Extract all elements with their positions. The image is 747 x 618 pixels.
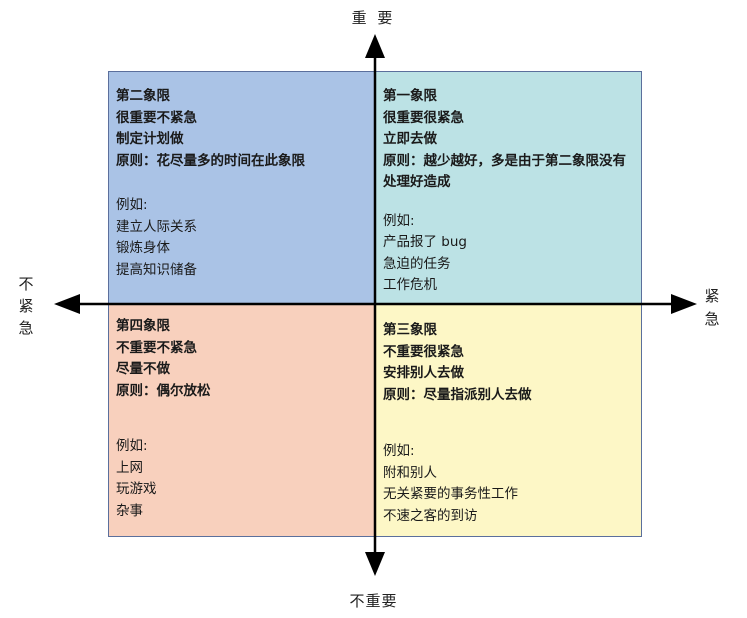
axis-label-urgent: 紧 急 xyxy=(700,285,724,331)
quadrant-4: 第四象限 不重要不紧急 尽量不做 原则：偶尔放松 例如: 上网 玩游戏 杂事 xyxy=(108,304,375,537)
quadrant-2-example: 锻炼身体 xyxy=(116,240,170,256)
quadrant-1: 第一象限 很重要很紧急 立即去做 原则：越少越好，多是由于第二象限没有处理好造成… xyxy=(375,71,642,304)
quadrant-3-action: 安排别人去做 xyxy=(383,365,464,381)
quadrant-1-example: 急迫的任务 xyxy=(383,255,451,272)
quadrant-1-principle: 原则：越少越好，多是由于第二象限没有处理好造成 xyxy=(383,152,626,191)
quadrant-4-example: 上网 xyxy=(116,459,143,476)
quadrant-4-example: 杂事 xyxy=(116,502,143,519)
axis-label-char: 急 xyxy=(704,310,720,328)
axis-label-char: 急 xyxy=(18,319,34,337)
quadrant-4-category: 不重要不紧急 xyxy=(116,339,197,356)
quadrant-2-category: 很重要不紧急 xyxy=(116,109,197,126)
arrow-down-icon xyxy=(365,552,385,576)
quadrant-4-examples-label: 例如: xyxy=(116,438,148,454)
quadrant-3-principle: 原则：尽量指派别人去做 xyxy=(383,386,532,403)
axis-label-not-important: 不重要 xyxy=(349,592,398,610)
quadrant-2-action: 制定计划做 xyxy=(116,131,184,147)
quadrant-3-example: 不速之客的到访 xyxy=(383,507,478,524)
quadrant-4-principle: 原则：偶尔放松 xyxy=(116,382,211,399)
quadrant-2-example: 提高知识储备 xyxy=(116,261,197,278)
quadrant-3: 第三象限 不重要很紧急 安排别人去做 原则：尽量指派别人去做 例如: 附和别人 … xyxy=(375,304,642,537)
quadrant-2: 第二象限 很重要不紧急 制定计划做 原则：花尽量多的时间在此象限 例如: 建立人… xyxy=(108,71,375,304)
quadrant-1-action: 立即去做 xyxy=(383,131,437,147)
quadrant-2-title: 第二象限 xyxy=(116,88,170,104)
axis-label-char: 紧 xyxy=(18,297,34,315)
quadrant-1-example: 产品报了 bug xyxy=(383,234,467,250)
quadrant-2-examples-label: 例如: xyxy=(116,197,148,213)
quadrant-3-title: 第三象限 xyxy=(383,322,437,338)
quadrant-3-category: 不重要很紧急 xyxy=(383,343,464,360)
arrow-up-icon xyxy=(365,34,385,58)
quadrant-1-examples-label: 例如: xyxy=(383,212,415,229)
axis-label-not-urgent: 不 紧 急 xyxy=(14,273,38,339)
quadrant-1-example: 工作危机 xyxy=(383,277,437,293)
axis-label-char: 紧 xyxy=(704,287,720,305)
quadrant-1-title: 第一象限 xyxy=(383,88,437,104)
quadrant-1-category: 很重要很紧急 xyxy=(383,109,464,126)
quadrant-4-action: 尽量不做 xyxy=(116,361,170,377)
quadrant-3-example: 附和别人 xyxy=(383,464,437,481)
quadrant-2-example: 建立人际关系 xyxy=(116,218,197,235)
arrow-right-icon xyxy=(671,294,697,314)
quadrant-2-principle: 原则：花尽量多的时间在此象限 xyxy=(116,152,305,169)
axis-label-char: 不 xyxy=(18,275,34,293)
axis-label-important: 重 要 xyxy=(351,9,396,27)
arrow-left-icon xyxy=(54,294,80,314)
quadrant-3-examples-label: 例如: xyxy=(383,443,415,459)
quadrant-3-example: 无关紧要的事务性工作 xyxy=(383,486,518,502)
quadrant-4-title: 第四象限 xyxy=(116,318,170,334)
quadrant-4-example: 玩游戏 xyxy=(116,481,157,497)
